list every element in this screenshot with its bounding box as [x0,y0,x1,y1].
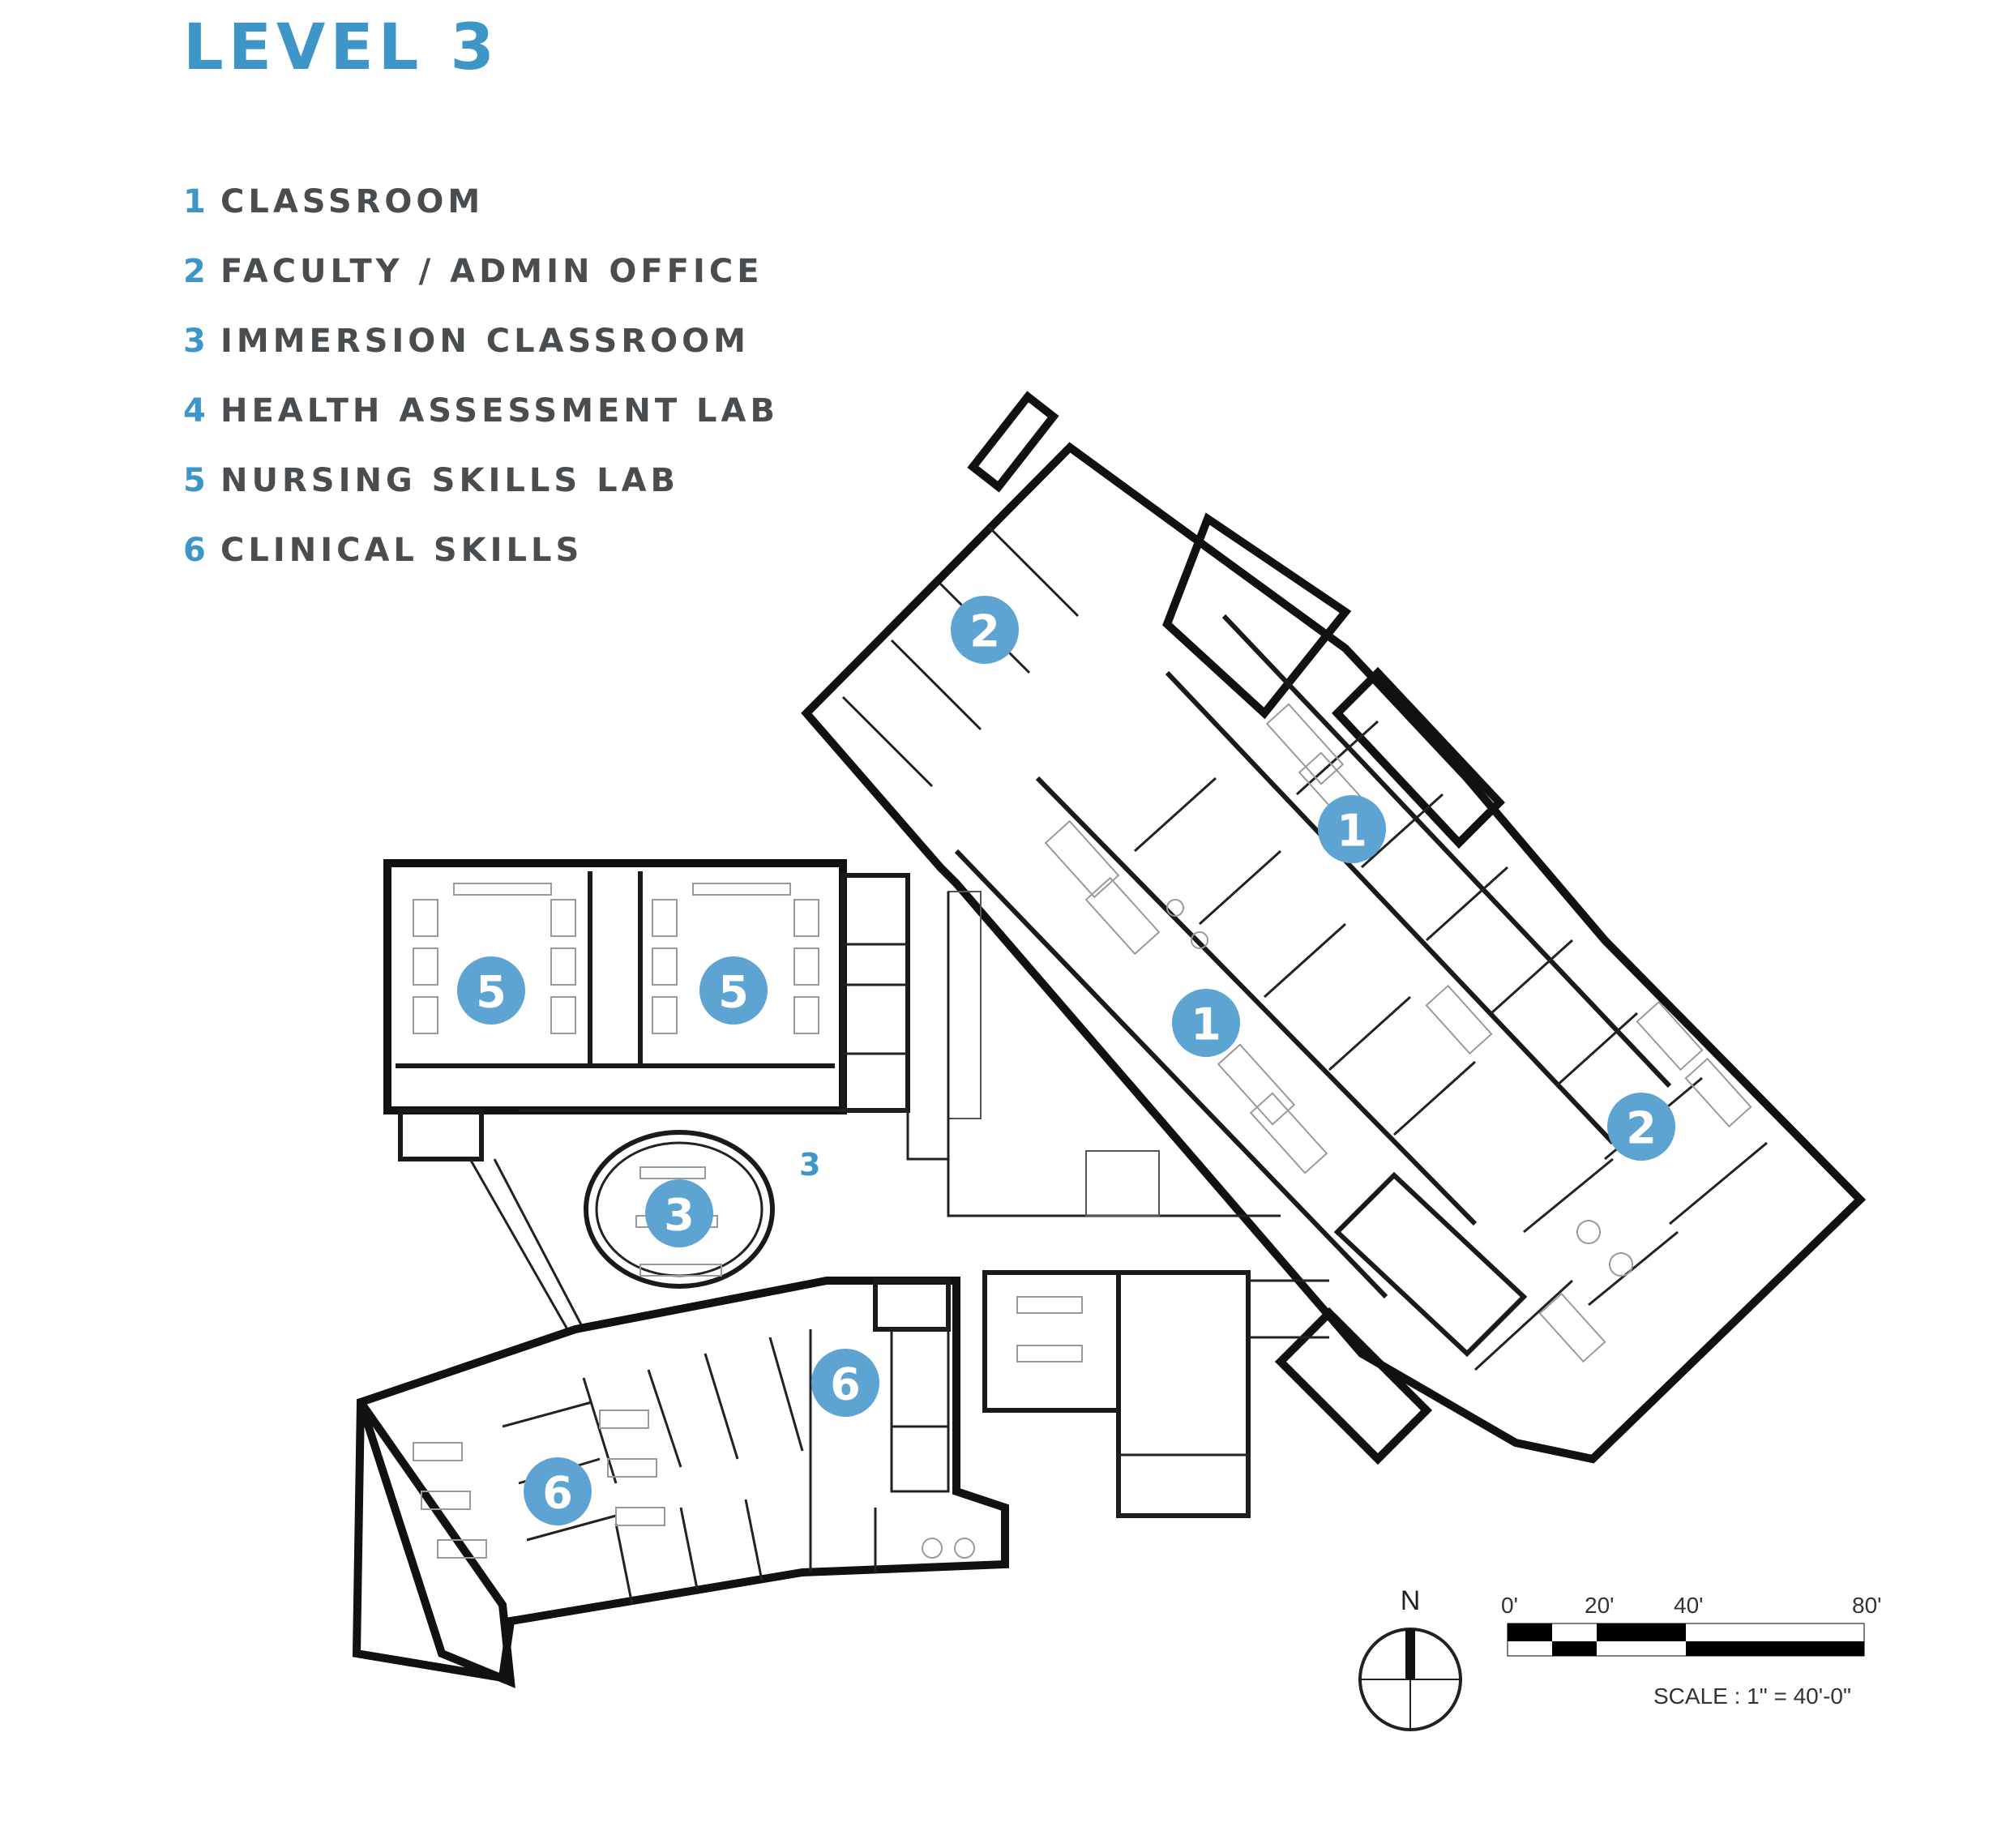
room-marker-circle [811,1349,879,1417]
north-pointer-icon [1405,1629,1415,1679]
immersion-classroom-ellipse [584,1130,775,1289]
scale-tick-20: 20' [1585,1593,1615,1618]
room-marker-circle [645,1179,713,1247]
legend-label: FACULTY / ADMIN OFFICE [220,253,763,290]
room-legend: 1 CLASSROOM 2 FACULTY / ADMIN OFFICE 3 I… [183,167,779,585]
elevator-core [1333,1171,1528,1358]
room-marker-circle [1318,795,1386,863]
room-marker-number: 3 [664,1190,695,1241]
legend-label: CLINICAL SKILLS [220,532,584,569]
east-wing-outline [801,442,1867,1464]
room-marker-circle [524,1457,592,1525]
legend-label: HEALTH ASSESSMENT LAB [220,392,779,430]
room-marker-5: 5 [699,956,768,1025]
room-marker-2: 2 [951,596,1019,664]
legend-number: 3 [183,323,210,360]
clinical-skills-outline [352,1277,1009,1683]
room-marker-number: 1 [1337,806,1367,857]
south-block [352,1270,1329,1688]
room-marker-number: 6 [830,1359,861,1410]
service-rooms [840,873,910,1113]
corridor-wall [954,849,1388,1299]
legend-label: CLASSROOM [220,183,485,220]
scale-tick-80: 80' [1852,1593,1882,1618]
exam-room-dividers [502,1329,877,1606]
legend-number: 2 [183,253,210,290]
north-arrow: N [1358,1585,1462,1731]
legend-item-immersion-classroom: 3 IMMERSION CLASSROOM [183,306,779,376]
clinical-skills-west-wall [357,1400,515,1688]
scale-bar: 0' 20' 40' 80' SCALE : 1" = 40'-0" [1501,1593,1882,1709]
rooftop-element [967,391,1059,493]
stair-central [947,891,982,1119]
stair-block-north [1162,512,1352,720]
room-marker-6: 6 [811,1349,879,1417]
legend-label: NURSING SKILLS LAB [220,462,680,499]
legend-label: IMMERSION CLASSROOM [220,323,750,360]
legend-number: 6 [183,532,210,569]
room-marker-number: 5 [718,967,749,1018]
legend-number: 1 [183,183,210,220]
room-markers: 2 1 1 2 5 5 3 6 6 [457,596,1675,1525]
legend-number: 4 [183,392,210,430]
exam-tables [413,1296,1083,1559]
legend-number: 5 [183,462,210,499]
immersion-callout-label: 3 [799,1147,820,1183]
conference-room [982,1270,1121,1413]
room-marker-circle [457,956,525,1025]
stair-block-south [1274,1307,1433,1465]
corridor-wall [1035,776,1478,1226]
balcony-east [1332,666,1505,849]
north-label: N [1401,1585,1421,1616]
room-marker-5: 5 [457,956,525,1025]
room-marker-circle [1607,1093,1675,1161]
scale-tick-0: 0' [1501,1593,1518,1618]
room-marker-number: 5 [476,967,507,1018]
restrooms [1116,1270,1251,1518]
room-marker-2: 2 [1607,1093,1675,1161]
room-marker-number: 6 [542,1468,573,1519]
room-marker-number: 1 [1191,999,1221,1050]
room-marker-circle [1172,989,1240,1057]
east-wing [801,391,1867,1465]
room-marker-6: 6 [524,1457,592,1525]
page-title: LEVEL 3 [183,11,499,84]
legend-item-classroom: 1 CLASSROOM [183,167,779,237]
legend-item-nursing-skills-lab: 5 NURSING SKILLS LAB [183,446,779,515]
room-marker-circle [951,596,1019,664]
scale-tick-40: 40' [1674,1593,1704,1618]
corridor-wall [1221,614,1672,1089]
lab-beds [413,883,819,1034]
corridor-wall [1165,670,1615,1145]
furniture [1044,703,1752,1363]
lab-block-outline [383,859,847,1114]
atrium [468,891,1281,1330]
legend-item-faculty-office: 2 FACULTY / ADMIN OFFICE [183,237,779,306]
scale-note: SCALE : 1" = 40'-0" [1653,1683,1851,1709]
room-marker-number: 2 [969,606,1000,657]
legend-item-health-assessment-lab: 4 HEALTH ASSESSMENT LAB [183,376,779,446]
room-marker-number: 2 [1626,1103,1657,1154]
room-marker-1: 1 [1172,989,1240,1057]
stair-west [398,1108,484,1161]
room-marker-3: 3 [645,1179,713,1247]
room-marker-1: 1 [1318,795,1386,863]
legend-item-clinical-skills: 6 CLINICAL SKILLS [183,515,779,585]
room-marker-circle [699,956,768,1025]
